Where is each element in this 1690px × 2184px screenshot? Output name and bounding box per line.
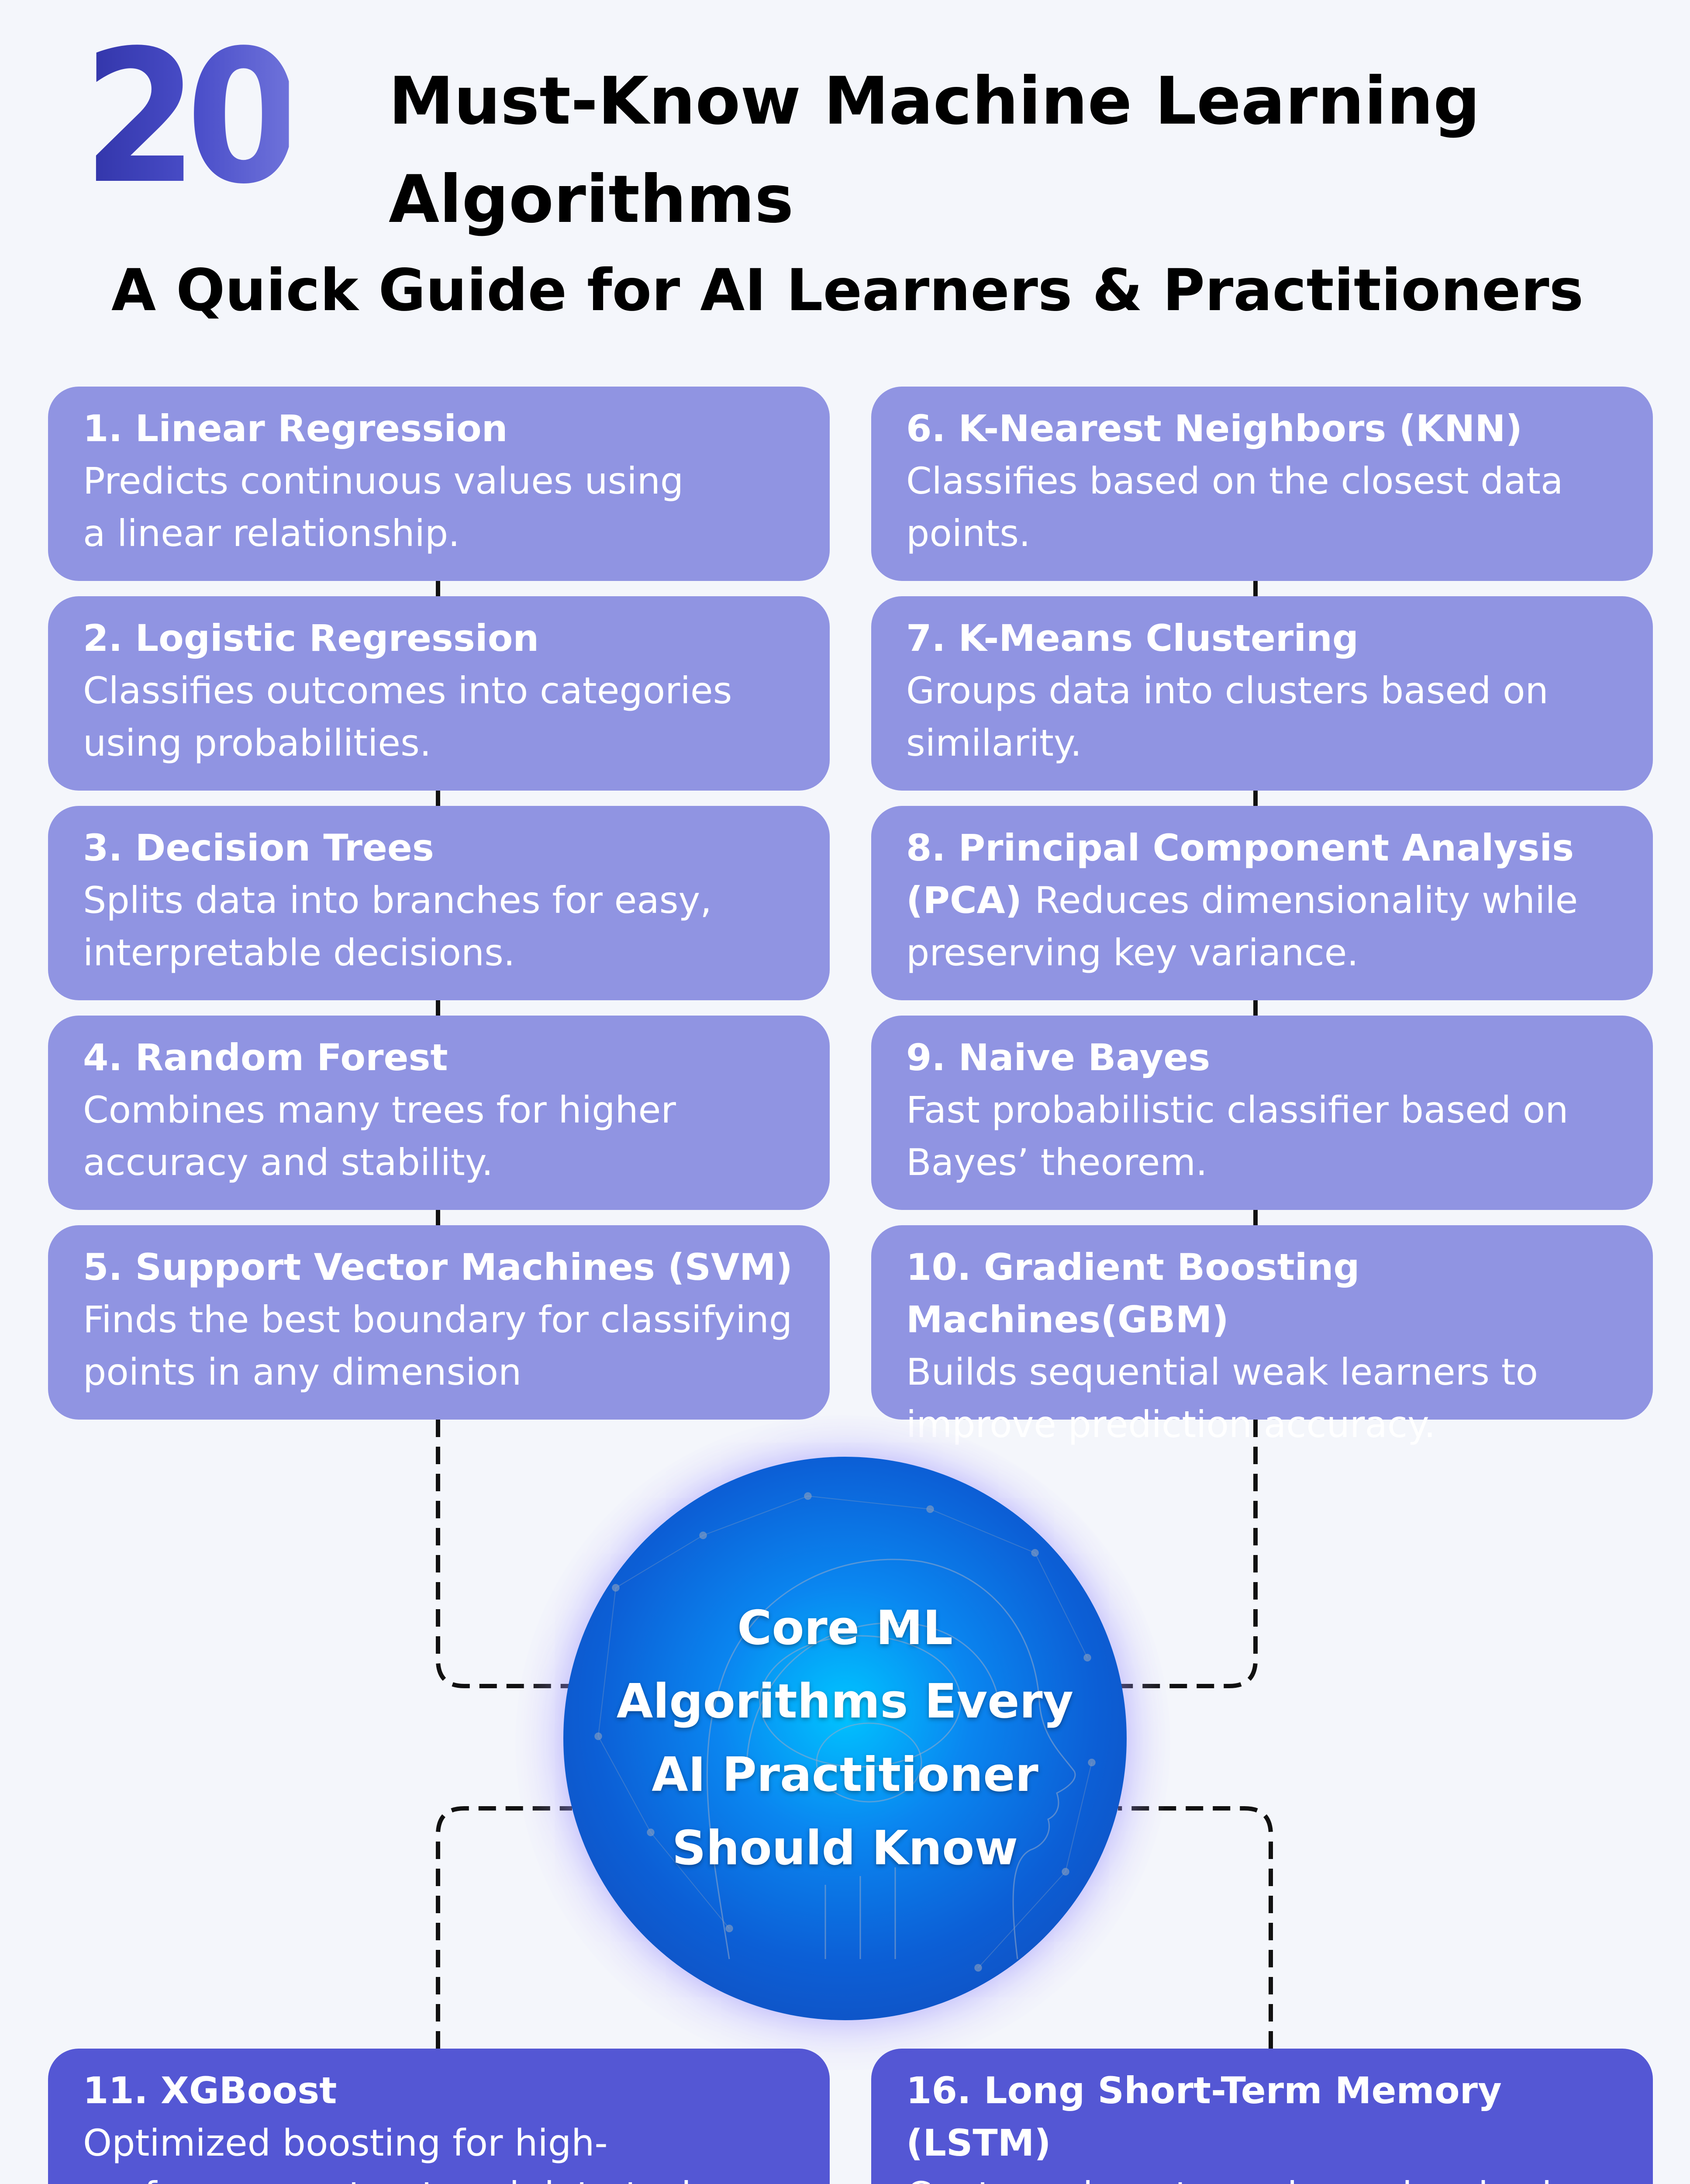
card-description: Builds sequential weak learners to impro… (906, 1351, 1538, 1446)
card-description: Reduces dimensionality while preserving … (906, 879, 1578, 974)
card-description: Splits data into branches for easy, inte… (83, 879, 712, 974)
card-title: 8. Principal Component Analysis (PCA) (906, 826, 1574, 922)
algorithm-card-10: 10. Gradient Boosting Machines(GBM) Buil… (871, 1225, 1653, 1446)
dashed-branches (436, 1420, 1273, 2049)
algorithm-card-6: 6. K-Nearest Neighbors (KNN) Classifies … (871, 387, 1653, 581)
header-number: 20 (83, 11, 301, 225)
algorithm-card-16: 16. Long Short-Term Memory (LSTM) Captur… (871, 2049, 1653, 2184)
card-title: 2. Logistic Regression (83, 617, 539, 660)
algorithm-card-11: 11. XGBoost Optimized boosting for high-… (48, 2049, 830, 2184)
center-title: Core ML Algorithms Every AI Practitioner… (616, 1601, 1074, 1876)
card-title: 11. XGBoost (83, 2069, 337, 2112)
card-description: Groups data into clusters based on simil… (906, 669, 1549, 764)
algorithm-card-7: 7. K-Means Clustering Groups data into c… (871, 596, 1653, 791)
card-description: Fast probabilistic classifier based on B… (906, 1089, 1569, 1184)
card-title: 5. Support Vector Machines (SVM) (83, 1246, 793, 1289)
card-description: Classifies based on the closest data poi… (906, 460, 1563, 555)
card-description: Predicts continuous values using a linea… (83, 460, 684, 555)
algorithm-card-4: 4. Random Forest Combines many trees for… (48, 1016, 830, 1210)
card-description: Classifies outcomes into categories usin… (83, 669, 732, 764)
card-title: 7. K-Means Clustering (906, 617, 1359, 660)
card-description: Captures long-term dependencies in seque… (906, 2169, 1618, 2184)
card-title: 6. K-Nearest Neighbors (KNN) (906, 407, 1522, 450)
algorithm-card-5: 5. Support Vector Machines (SVM) Finds t… (48, 1225, 830, 1420)
card-title: 1. Linear Regression (83, 407, 508, 450)
algorithm-card-3: 3. Decision Trees Splits data into branc… (48, 806, 830, 1000)
card-title: 16. Long Short-Term Memory (LSTM) (906, 2069, 1502, 2164)
card-title: 3. Decision Trees (83, 826, 434, 869)
card-description: Finds the best boundary for classifying … (83, 1298, 793, 1393)
card-title: 10. Gradient Boosting Machines(GBM) (906, 1246, 1360, 1341)
algorithm-card-1: 1. Linear Regression Predicts continuous… (48, 387, 830, 581)
ai-brain-head-network-icon (594, 1492, 1096, 1972)
card-description: Combines many trees for higher accuracy … (83, 1089, 676, 1184)
page-subtitle: A Quick Guide for AI Learners & Practiti… (111, 257, 1584, 324)
algorithm-card-2: 2. Logistic Regression Classifies outcom… (48, 596, 830, 791)
algorithm-card-9: 9. Naive Bayes Fast probabilistic classi… (871, 1016, 1653, 1210)
card-title: 9. Naive Bayes (906, 1036, 1211, 1079)
page-title: Must-Know Machine Learning Algorithms (389, 63, 1480, 238)
algorithm-card-8: 8. Principal Component Analysis (PCA) Re… (871, 806, 1653, 1000)
center-orb: Core ML Algorithms Every AI Practitioner… (563, 1457, 1127, 2020)
card-description: Optimized boosting for high-performance … (83, 2122, 733, 2184)
card-title: 4. Random Forest (83, 1036, 448, 1079)
